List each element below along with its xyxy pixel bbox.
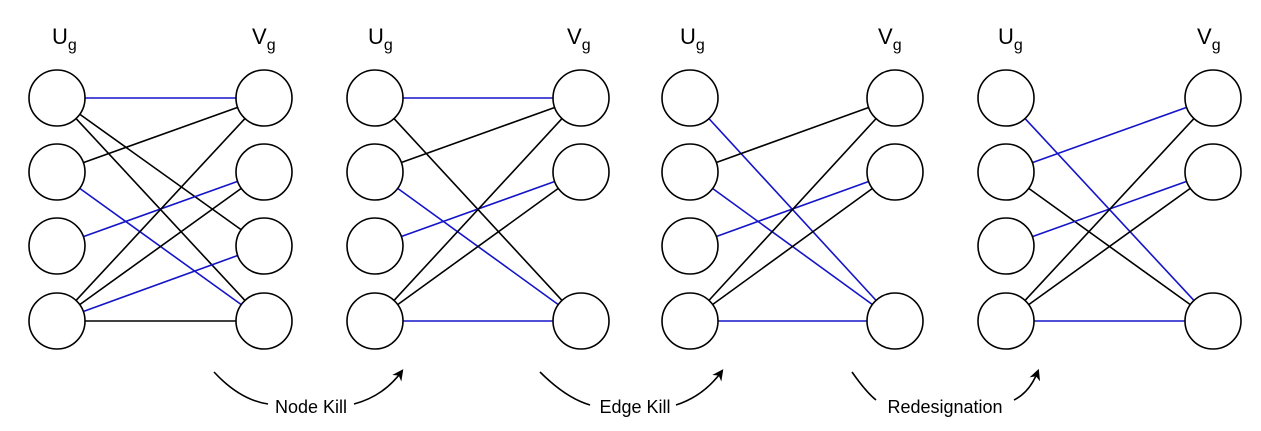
u-node-0 — [28, 69, 86, 127]
edge-u1-v0 — [401, 106, 555, 164]
u-set-label: Ug — [368, 24, 393, 54]
matched-edge-u1-v0 — [1032, 106, 1187, 164]
transition-2: Edge Kill — [539, 371, 722, 417]
u-set-label: Ug — [52, 24, 77, 54]
v-node-0 — [1184, 69, 1242, 127]
v-node-0 — [552, 69, 610, 127]
graph-panel-2: Ug Vg — [346, 24, 610, 350]
v-node-2 — [552, 292, 610, 350]
graph-panel-4: Ug Vg — [977, 24, 1242, 350]
edge-u1-v0 — [83, 106, 238, 164]
v-node-1 — [1184, 143, 1242, 201]
transition-label: Redesignation — [887, 397, 1002, 417]
matched-edge-u3-v2 — [83, 254, 238, 313]
v-set-label: Vg — [252, 24, 276, 54]
transition-arrow — [851, 371, 1038, 401]
graph-panel-3: Ug Vg — [661, 24, 924, 350]
u-set-label: Ug — [998, 24, 1023, 54]
v-node-2 — [235, 217, 293, 275]
u-node-0 — [661, 69, 719, 127]
u-node-2 — [977, 217, 1035, 275]
u-node-2 — [28, 217, 86, 275]
edges — [708, 106, 877, 322]
edge-u3-v1 — [79, 187, 242, 306]
u-node-0 — [977, 69, 1035, 127]
u-set-label: Ug — [680, 24, 705, 54]
edge-u3-v0 — [708, 118, 877, 301]
u-node-1 — [28, 143, 86, 201]
edge-u3-v0 — [393, 118, 563, 301]
transition-label: Edge Kill — [599, 397, 670, 417]
edge-u3-v0 — [1024, 117, 1195, 302]
v-set-label: Vg — [1197, 24, 1221, 54]
edge-u0-v2 — [79, 113, 242, 231]
v-node-0 — [866, 69, 924, 127]
v-node-1 — [552, 143, 610, 201]
v-node-1 — [866, 143, 924, 201]
transition-arrow — [213, 371, 402, 405]
transition-1: Node Kill — [213, 371, 402, 417]
edges — [75, 97, 246, 322]
edge-u3-v1 — [712, 187, 873, 306]
edge-u1-v0 — [716, 106, 869, 164]
edges — [1024, 106, 1195, 322]
u-node-3 — [977, 292, 1035, 350]
v-node-2 — [866, 292, 924, 350]
transition-label: Node Kill — [275, 397, 347, 417]
edge-u3-v1 — [1028, 187, 1191, 306]
v-node-3 — [235, 292, 293, 350]
u-node-2 — [346, 217, 404, 275]
u-node-3 — [661, 292, 719, 350]
edge-u3-v0 — [75, 117, 246, 302]
u-node-1 — [661, 143, 719, 201]
u-node-3 — [346, 292, 404, 350]
v-node-2 — [1184, 292, 1242, 350]
u-node-2 — [661, 217, 719, 275]
u-node-0 — [346, 69, 404, 127]
v-node-1 — [235, 143, 293, 201]
edge-u3-v1 — [397, 187, 559, 306]
v-node-0 — [235, 69, 293, 127]
v-set-label: Vg — [567, 24, 591, 54]
transition-3: Redesignation — [851, 371, 1038, 417]
u-node-1 — [346, 143, 404, 201]
u-node-1 — [977, 143, 1035, 201]
u-node-3 — [28, 292, 86, 350]
graph-panel-1: Ug Vg — [28, 24, 293, 350]
transition-arrow — [539, 371, 722, 406]
edges — [393, 97, 563, 322]
v-set-label: Vg — [878, 24, 902, 54]
